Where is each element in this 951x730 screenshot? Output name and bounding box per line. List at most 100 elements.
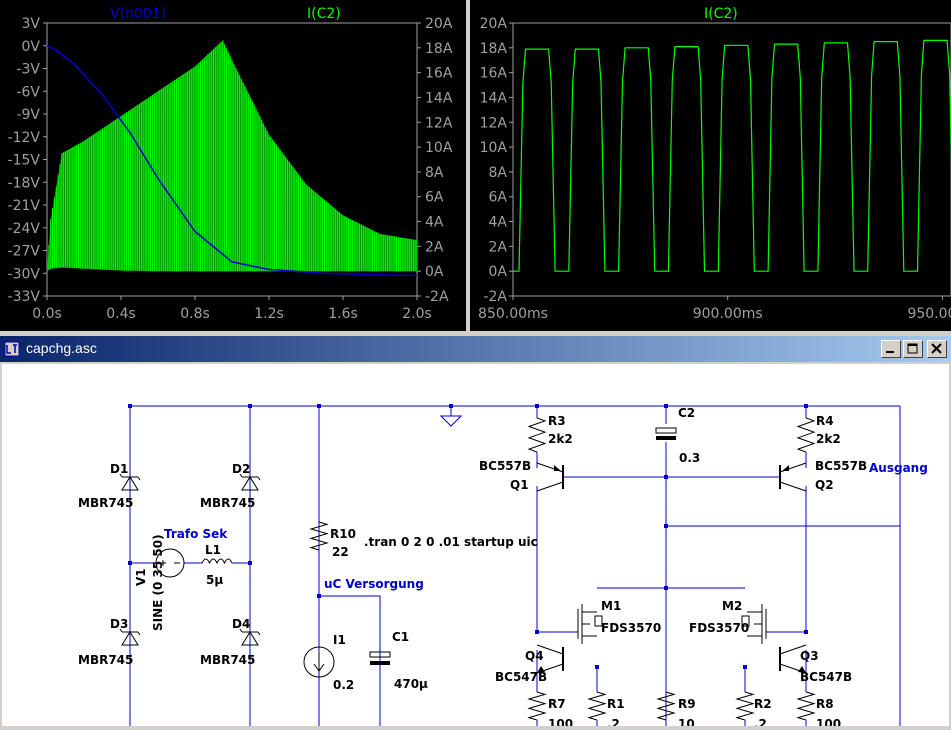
part-label-r2v[interactable]: .2 (754, 717, 767, 730)
trace-label-i-c2[interactable]: I(C2) (307, 6, 341, 22)
window-title: capchg.asc (26, 340, 97, 356)
trace-label-v-n001[interactable]: V(n001) (110, 6, 166, 22)
capacitor-c2[interactable] (655, 427, 677, 440)
part-label-trafo[interactable]: Trafo Sek (164, 527, 228, 541)
capacitor-c1[interactable] (369, 651, 391, 665)
part-label-m1[interactable]: M1 (601, 599, 621, 613)
part-label-l1v[interactable]: 5µ (206, 573, 223, 587)
transistor-q1[interactable] (536, 462, 564, 492)
part-label-d1v[interactable]: MBR745 (78, 496, 133, 510)
part-label-ausgang[interactable]: Ausgang (869, 461, 928, 475)
part-label-c2[interactable]: C2 (678, 406, 695, 420)
part-label-l1[interactable]: L1 (205, 543, 221, 557)
part-label-r10v[interactable]: 22 (332, 545, 349, 559)
part-label-r2[interactable]: R2 (754, 697, 772, 711)
y-right-tick-label: 14A (425, 90, 453, 106)
y-tick-label: 20A (480, 16, 508, 32)
part-label-d1[interactable]: D1 (110, 462, 128, 476)
junction-dot (664, 404, 668, 408)
plot-2-svg[interactable]: I(C2) 20A18A16A14A12A10A8A6A4A2A0A-2A850… (470, 0, 951, 331)
part-label-c1v[interactable]: 470µ (394, 677, 428, 691)
y-left-tick-label: -12V (8, 130, 41, 146)
part-label-r7[interactable]: R7 (548, 697, 566, 711)
part-label-i1v[interactable]: 0.2 (333, 678, 354, 692)
part-label-c2v[interactable]: 0.3 (679, 451, 700, 465)
part-label-r3v[interactable]: 2k2 (548, 432, 573, 446)
part-label-d3[interactable]: D3 (110, 617, 128, 631)
minimize-button[interactable] (881, 340, 901, 358)
junction-dot (595, 665, 599, 669)
part-label-r1v[interactable]: .2 (607, 717, 620, 730)
resistor-r1[interactable] (587, 691, 607, 721)
part-label-q2[interactable]: Q2 (815, 478, 834, 492)
part-label-ucv[interactable]: uC Versorgung (324, 577, 424, 591)
y-right-tick-label: 0A (425, 264, 444, 280)
part-label-d2v[interactable]: MBR745 (200, 496, 255, 510)
part-label-r4[interactable]: R4 (816, 414, 834, 428)
diode-d4[interactable] (239, 628, 261, 646)
part-label-m2v[interactable]: FDS3570 (689, 621, 749, 635)
part-label-r7v[interactable]: 100 (548, 717, 573, 730)
y-right-tick-label: 8A (425, 165, 444, 181)
part-label-r8v[interactable]: 100 (816, 717, 841, 730)
part-label-q3v[interactable]: BC547B (800, 670, 852, 684)
part-label-d2[interactable]: D2 (232, 462, 250, 476)
mosfet-m1[interactable] (577, 604, 603, 644)
diode-d1[interactable] (119, 473, 141, 491)
resistor-r4[interactable] (796, 417, 816, 453)
resistor-r10[interactable] (309, 521, 329, 551)
current-source-i1[interactable] (303, 646, 335, 678)
junction-dot (317, 404, 321, 408)
part-label-v1[interactable]: V1 (134, 568, 148, 586)
trace-label-i-c2-zoom[interactable]: I(C2) (704, 6, 738, 22)
part-label-r4v[interactable]: 2k2 (816, 432, 841, 446)
schematic-window[interactable]: capchg.asc (0, 336, 951, 730)
part-label-tran[interactable]: .tran 0 2 0 .01 startup uic (364, 535, 538, 549)
diode-d2[interactable] (239, 473, 261, 491)
part-label-q3[interactable]: Q3 (800, 649, 819, 663)
part-label-r1[interactable]: R1 (607, 697, 625, 711)
junction-dot (128, 561, 132, 565)
resistor-r8[interactable] (796, 691, 816, 721)
close-button[interactable] (927, 340, 947, 358)
resistor-r3[interactable] (527, 417, 547, 453)
voltage-source-v1[interactable] (155, 548, 185, 578)
mosfet-m2[interactable] (741, 604, 767, 644)
window-titlebar[interactable]: capchg.asc (0, 336, 951, 362)
schematic-parts (119, 417, 816, 721)
plot-1-svg[interactable]: V(n001) I(C2) 3V0V-3V-6V-9V-12V-15V-18V-… (0, 0, 466, 331)
maximize-button[interactable] (903, 340, 923, 358)
y-tick-label: 16A (480, 66, 508, 82)
part-label-i1[interactable]: I1 (333, 633, 346, 647)
part-label-q1v[interactable]: BC557B (479, 459, 531, 473)
resistor-r7[interactable] (527, 691, 547, 721)
part-label-q2v[interactable]: BC557B (815, 459, 867, 473)
x-tick-label: 1.2s (254, 306, 284, 322)
part-label-m2[interactable]: M2 (722, 599, 742, 613)
part-label-r9v[interactable]: 10 (678, 717, 695, 730)
part-label-q4[interactable]: Q4 (525, 649, 544, 663)
part-label-m1v[interactable]: FDS3570 (601, 621, 661, 635)
part-label-d4[interactable]: D4 (232, 617, 250, 631)
part-label-r8[interactable]: R8 (816, 697, 834, 711)
transistor-q3[interactable] (779, 644, 807, 674)
resistor-r9[interactable] (656, 691, 676, 721)
part-label-r9[interactable]: R9 (678, 697, 696, 711)
inductor-l1[interactable] (201, 558, 233, 565)
transistor-q4[interactable] (536, 644, 564, 674)
part-label-d3v[interactable]: MBR745 (78, 653, 133, 667)
part-value-v1[interactable]: SINE (0 35 50) (151, 534, 165, 631)
resistor-r2[interactable] (735, 691, 755, 721)
part-label-c1[interactable]: C1 (392, 630, 409, 644)
part-label-q4v[interactable]: BC547B (495, 670, 547, 684)
diode-d3[interactable] (119, 628, 141, 646)
part-label-d4v[interactable]: MBR745 (200, 653, 255, 667)
part-label-r3[interactable]: R3 (548, 414, 566, 428)
part-label-r10[interactable]: R10 (330, 527, 356, 541)
part-label-q1[interactable]: Q1 (510, 478, 529, 492)
transistor-q2[interactable] (779, 462, 807, 492)
